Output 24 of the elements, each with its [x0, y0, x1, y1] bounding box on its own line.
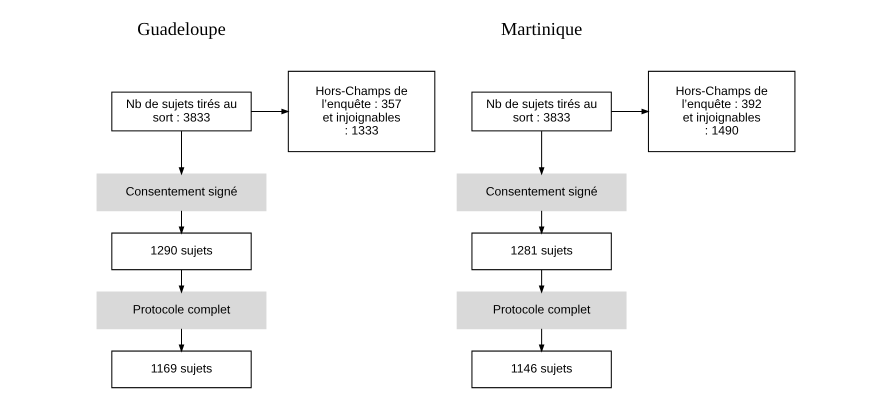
arrow [538, 131, 544, 176]
node-box: Consentement signé [456, 174, 626, 212]
node-box: 1290 sujets [110, 232, 252, 270]
arrow [611, 108, 650, 114]
arrow [178, 270, 184, 294]
node-box: 1146 sujets [470, 350, 612, 388]
node-box: Hors-Champs de l’enquête : 392 et injoignables : 1490 [647, 70, 795, 152]
node-box: Nb de sujets tirés au sort : 3833 [470, 92, 612, 132]
node-box: 1169 sujets [110, 350, 252, 388]
node-box: Nb de sujets tirés au sort : 3833 [110, 92, 252, 132]
label: Guadeloupe [136, 19, 226, 40]
arrow [538, 270, 544, 294]
arrow [178, 210, 184, 235]
node-box: 1281 sujets [470, 232, 612, 270]
arrow [178, 328, 184, 353]
node-box: Protocole complet [96, 292, 266, 330]
arrow [538, 210, 544, 235]
arrow [178, 131, 184, 176]
node-box: Hors-Champs de l’enquête : 357 et injoignables : 1333 [287, 70, 435, 152]
label: Martinique [500, 19, 582, 40]
node-box: Consentement signé [96, 174, 266, 212]
arrow [250, 108, 290, 114]
arrow [538, 328, 544, 353]
node-box: Protocole complet [456, 292, 626, 330]
